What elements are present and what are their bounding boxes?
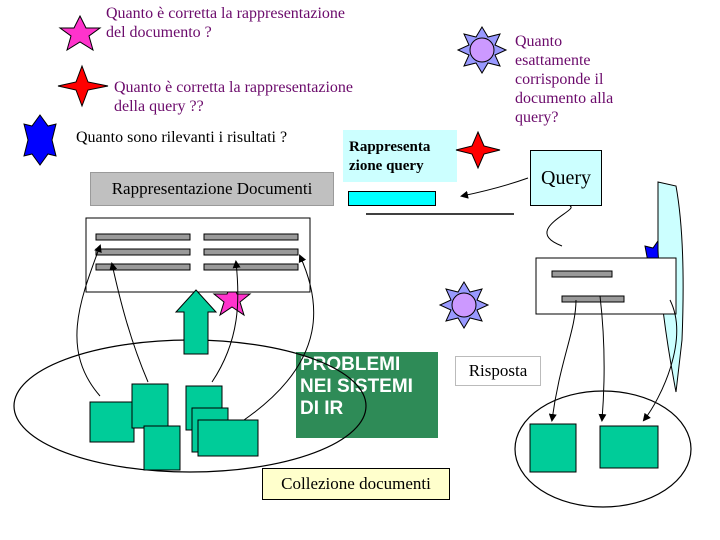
query-arrow — [460, 177, 529, 199]
doc-repr-label: Rappresentazione Documenti — [111, 179, 313, 198]
response-frame — [535, 257, 677, 315]
response-arrows — [546, 205, 678, 422]
blue-star-icon — [23, 114, 57, 166]
query-repr-box: Rappresenta zione query — [343, 130, 457, 182]
query-box: Query — [530, 150, 602, 206]
collection-box: Collezione documenti — [262, 468, 450, 500]
response-ellipse — [514, 390, 692, 508]
up-arrow-icon — [174, 289, 218, 355]
response-label: Risposta — [468, 361, 528, 380]
query-repr-bar — [348, 191, 436, 206]
magenta-star-icon — [212, 280, 252, 317]
document-icon — [89, 383, 259, 471]
question-query-repr: Quanto è corretta la rappresentazione de… — [114, 79, 353, 115]
question-match: Quanto esattamente corrisponde il docume… — [515, 33, 614, 126]
question-relevance: Quanto sono rilevanti i risultati ? — [76, 129, 288, 146]
lavender-sun-icon — [438, 281, 490, 329]
lavender-sun-icon — [456, 26, 508, 74]
problems-label: PROBLEMI NEI SISTEMI DI IR — [300, 354, 413, 419]
query-repr-label: Rappresenta zione query — [349, 139, 431, 174]
doc-repr-box: Rappresentazione Documenti — [90, 172, 334, 206]
red-star-icon — [57, 64, 109, 108]
response-box: Risposta — [455, 356, 541, 386]
problems-box: PROBLEMI NEI SISTEMI DI IR — [296, 352, 438, 438]
indexing-arrows — [76, 244, 315, 421]
question-doc-repr: Quanto è corretta la rappresentazione de… — [106, 5, 345, 41]
query-label: Query — [541, 167, 591, 189]
collection-label: Collezione documenti — [281, 474, 431, 493]
document-icon — [529, 423, 659, 473]
doc-repr-lines — [95, 233, 299, 271]
red-star-icon — [455, 130, 501, 170]
response-lines — [551, 270, 625, 303]
magenta-star-icon — [58, 14, 102, 52]
